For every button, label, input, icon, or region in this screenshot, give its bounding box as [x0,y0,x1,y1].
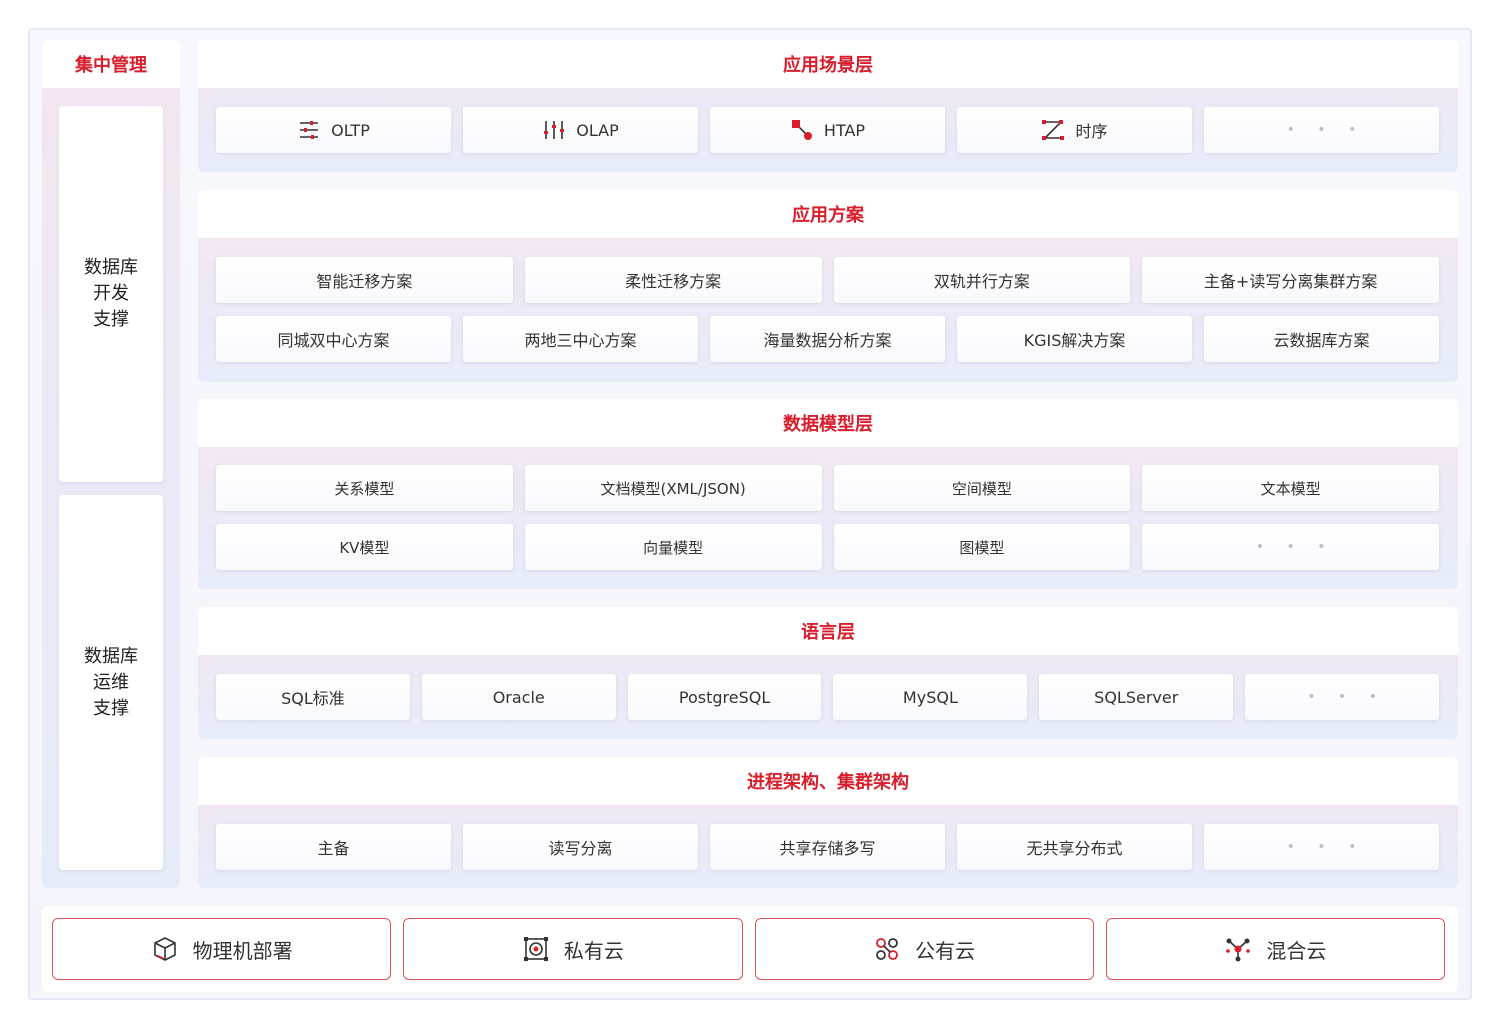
architecture-layer-title: 进程架构、集群架构 [198,757,1458,805]
solution-item: 双轨并行方案 [833,257,1131,303]
model-item: 文档模型(XML/JSON) [524,465,822,511]
architecture-item: 无共享分布式 [957,824,1192,870]
more-dots: • • • [1286,122,1366,138]
scenario-htap: HTAP [710,107,945,153]
central-management-title: 集中管理 [42,40,180,88]
scenario-layer: 应用场景层 OLTP OLAP HTAP 时序 • • • [198,40,1458,172]
data-model-layer-title: 数据模型层 [198,399,1458,447]
architecture-more: • • • [1204,824,1439,870]
connector-icon [790,118,814,142]
private-cloud-icon [522,935,550,963]
model-item: 空间模型 [833,465,1131,511]
solution-item: 主备+读写分离集群方案 [1142,257,1439,303]
more-dots: • • • [1307,689,1386,705]
deploy-label: 混合云 [1266,938,1327,963]
language-item: Oracle [421,674,616,720]
db-ops-support-line: 支撑 [93,697,129,719]
language-item: SQL标准 [216,674,410,720]
db-ops-support-line: 运维 [93,671,129,693]
db-dev-support-line: 支撑 [93,309,129,330]
solution-item: 云数据库方案 [1204,316,1439,362]
timeline-icon [1041,118,1065,142]
deploy-hybrid-cloud: 混合云 [1105,918,1445,980]
db-ops-support-box: 数据库 运维 支撑 [59,495,163,870]
deploy-private-cloud: 私有云 [403,918,743,980]
equalizer-icon [542,118,566,142]
model-item: 向量模型 [524,524,822,570]
model-more: • • • [1142,524,1439,570]
model-item: KV模型 [216,524,513,570]
language-item: PostgreSQL [627,674,822,720]
scenario-label: OLAP [576,120,619,140]
more-dots: • • • [1286,839,1366,855]
public-cloud-icon [873,935,901,963]
deploy-label: 物理机部署 [192,938,293,963]
deploy-physical: 物理机部署 [52,918,392,980]
more-dots: • • • [1255,539,1335,555]
solution-item: 同城双中心方案 [216,316,451,362]
scenario-layer-title: 应用场景层 [198,40,1458,88]
solution-item: 智能迁移方案 [216,257,513,303]
architecture-item: 共享存储多写 [710,824,945,870]
data-model-layer: 数据模型层 关系模型 文档模型(XML/JSON) 空间模型 文本模型 KV模型… [198,399,1458,589]
central-management-panel: 集中管理 数据库 开发 支撑 数据库 运维 支撑 [42,40,180,888]
language-layer: 语言层 SQL标准 Oracle PostgreSQL MySQL SQLSer… [198,607,1458,739]
deployment-panel: 物理机部署 私有云 公有云 混合云 [42,906,1458,992]
solution-item: 海量数据分析方案 [710,316,945,362]
solution-item: KGIS解决方案 [957,316,1192,362]
scenario-label: OLTP [331,120,370,140]
solutions-layer: 应用方案 智能迁移方案 柔性迁移方案 双轨并行方案 主备+读写分离集群方案 同城… [198,190,1458,382]
model-item: 文本模型 [1142,465,1439,511]
solutions-layer-title: 应用方案 [198,190,1458,238]
model-item: 关系模型 [216,465,513,511]
hybrid-cloud-icon [1224,935,1252,963]
solution-item: 柔性迁移方案 [524,257,822,303]
architecture-item: 读写分离 [463,824,698,870]
language-layer-title: 语言层 [198,607,1458,655]
scenario-olap: OLAP [463,107,698,153]
scenario-label: 时序 [1075,122,1108,141]
model-item: 图模型 [833,524,1131,570]
deploy-public-cloud: 公有云 [754,918,1094,980]
scenario-more: • • • [1204,107,1439,153]
deploy-label: 公有云 [915,938,976,963]
scenario-label: HTAP [823,120,866,140]
architecture-layer: 进程架构、集群架构 主备 读写分离 共享存储多写 无共享分布式 • • • [198,757,1458,888]
language-item: MySQL [833,674,1028,720]
db-dev-support-box: 数据库 开发 支撑 [59,106,163,482]
scenario-oltp: OLTP [216,107,451,153]
deploy-label: 私有云 [563,938,624,963]
db-dev-support-line: 开发 [93,283,129,304]
language-more: • • • [1245,674,1439,720]
scenario-timeseries: 时序 [957,107,1192,153]
language-item: SQLServer [1039,674,1234,720]
db-ops-support-line: 数据库 [84,645,138,667]
sliders-icon [297,118,321,142]
solution-item: 两地三中心方案 [463,316,698,362]
db-dev-support-line: 数据库 [84,257,138,278]
architecture-item: 主备 [216,824,451,870]
cube-icon [151,935,179,963]
